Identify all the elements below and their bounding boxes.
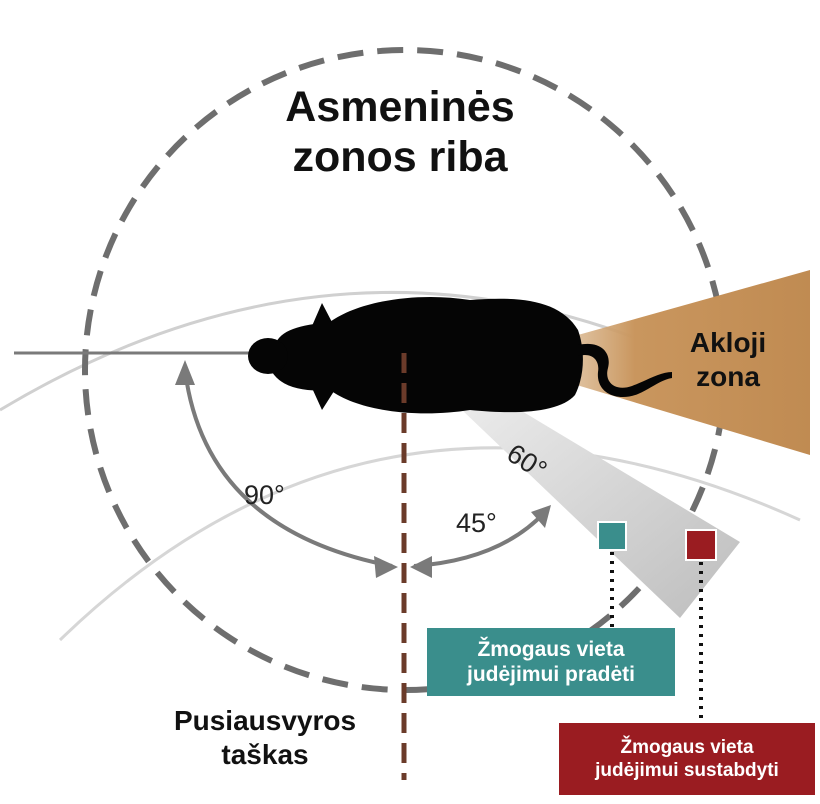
zone-boundary-title: Asmeninės zonos riba [285, 83, 515, 181]
blind-zone-wedge [560, 270, 810, 455]
cow-silhouette [248, 296, 672, 414]
start-position-marker [597, 521, 627, 551]
balance-point-label: Pusiausvyros taškas [173, 705, 357, 770]
blind-zone-label: Akloji zona [689, 327, 767, 392]
angle-label-90: 90° [244, 480, 285, 510]
angle-label-45: 45° [456, 508, 497, 538]
arrowhead-45-right [531, 505, 551, 528]
angle-arrow-90 [183, 369, 393, 568]
arrowhead-45-left [410, 556, 432, 578]
vision-cone-60 [462, 395, 740, 618]
angle-arrow-45 [413, 510, 547, 568]
start-movement-box: Žmogaus vieta judėjimui pradėti [427, 628, 675, 696]
stop-movement-box: Žmogaus vieta judėjimui sustabdyti [559, 723, 815, 795]
stop-position-marker [685, 529, 717, 561]
arrowhead-90-bottom [374, 556, 398, 578]
arrowhead-90-top [175, 360, 195, 385]
